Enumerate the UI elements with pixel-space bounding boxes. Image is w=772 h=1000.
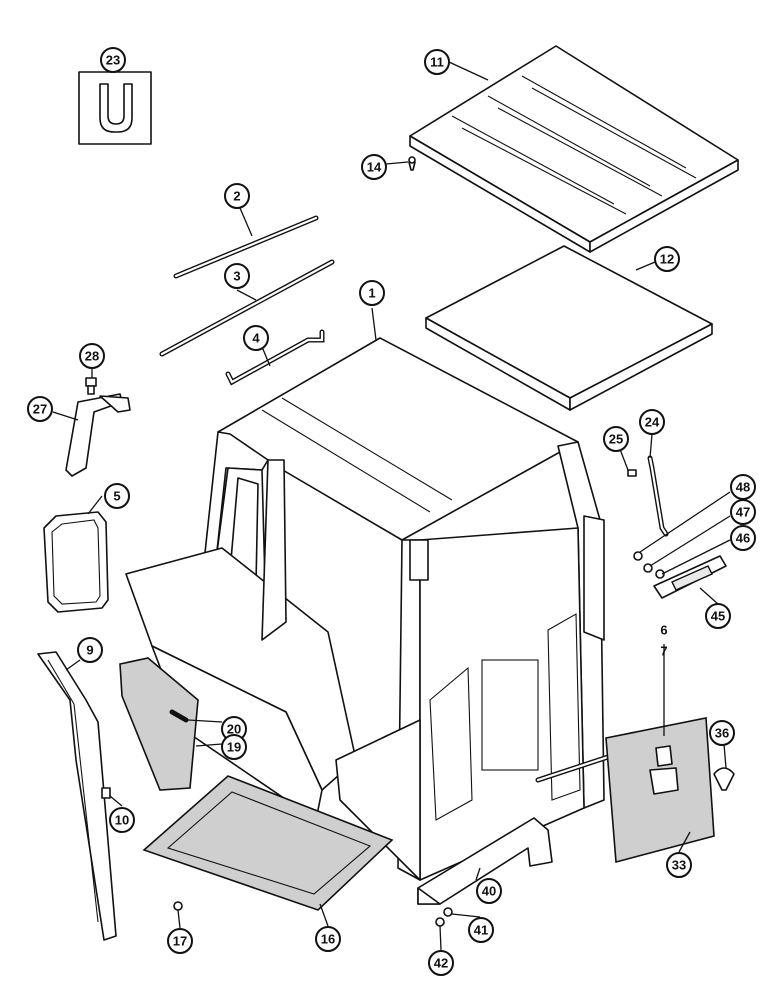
part-9-side-trim: [37, 651, 117, 941]
callout-3: 3: [224, 263, 250, 289]
callout-40-label: 40: [482, 884, 496, 899]
part-5-window-seal: [43, 511, 109, 613]
callout-25-label: 25: [609, 432, 623, 447]
part-20-screw: [169, 709, 189, 723]
callout-42-label: 42: [434, 956, 448, 971]
callout-4-label: 4: [252, 331, 260, 346]
callout-5-label: 5: [113, 489, 120, 504]
parts-48-47-46-washers: [633, 551, 665, 579]
callout-14: 14: [361, 154, 387, 180]
callout-45: 45: [705, 603, 731, 629]
callout-48: 48: [730, 474, 756, 500]
callout-20-label: 20: [227, 722, 241, 737]
callout-2: 2: [224, 183, 250, 209]
part-36-knob: [713, 767, 735, 791]
callout-3-label: 3: [233, 269, 240, 284]
leader-lines: [52, 61, 731, 951]
callout-19-label: 19: [227, 740, 241, 755]
part-23-clip-inset: [78, 71, 152, 145]
part-16-floor-mat: [142, 775, 394, 911]
callout-28-label: 28: [85, 349, 99, 364]
callout-36-label: 36: [715, 726, 729, 741]
callout-20: 20: [221, 716, 247, 742]
part-17-fastener: [173, 901, 183, 911]
callout-42: 42: [428, 950, 454, 976]
callout-7-label: 7: [660, 644, 667, 659]
callout-6: 6: [660, 623, 667, 638]
part-4-bent-handle: [225, 329, 325, 386]
callout-9-label: 9: [86, 643, 93, 658]
part-33-trim-panel: [605, 717, 715, 864]
callout-4: 4: [243, 325, 269, 351]
callout-27-label: 27: [33, 402, 47, 417]
part-45-bracket: [653, 555, 727, 599]
part-14-screw: [408, 156, 416, 171]
callout-24-label: 24: [645, 415, 660, 430]
part-12-headliner: [425, 245, 713, 411]
callout-1: 1: [359, 280, 385, 306]
callout-25: 25: [603, 426, 629, 452]
part-25-bolt: [627, 469, 637, 477]
part-2-rod: [173, 215, 319, 279]
part-10-clip: [101, 787, 111, 799]
callout-47-label: 47: [736, 505, 750, 520]
callout-19: 19: [221, 734, 247, 760]
callout-40: 40: [476, 878, 502, 904]
part-3-rod: [159, 259, 335, 357]
part-28-knob: [85, 377, 97, 395]
callout-46: 46: [730, 525, 756, 551]
callout-12-label: 12: [660, 252, 674, 267]
callout-16-label: 16: [321, 932, 335, 947]
callout-6-label: 6: [660, 623, 667, 638]
callout-16: 16: [315, 926, 341, 952]
callout-10-label: 10: [115, 813, 129, 828]
callout-47: 47: [730, 499, 756, 525]
callout-10: 10: [109, 807, 135, 833]
callout-27: 27: [27, 396, 53, 422]
callout-33-label: 33: [672, 858, 686, 873]
part-19-side-panel: [119, 657, 199, 791]
callout-9: 9: [77, 637, 103, 663]
callout-17: 17: [167, 928, 193, 954]
callout-41-label: 41: [474, 923, 488, 938]
callout-11-label: 11: [430, 55, 444, 70]
parts-41-42-washers: [435, 907, 453, 927]
part-27-bracket: [65, 393, 131, 477]
part-1-cab-frame: [125, 337, 605, 881]
callout-45-label: 45: [711, 609, 725, 624]
callout-48-label: 48: [736, 480, 750, 495]
callout-7: 7: [660, 644, 667, 659]
callout-1-label: 1: [368, 286, 375, 301]
callout-46-label: 46: [736, 531, 750, 546]
callout-14-label: 14: [367, 160, 382, 175]
part-40-sill-trim: [417, 817, 553, 905]
part-11-roof-panel: [409, 45, 739, 253]
callout-28: 28: [79, 343, 105, 369]
callout-17-label: 17: [173, 934, 187, 949]
callout-33: 33: [666, 852, 692, 878]
callout-11: 11: [424, 49, 450, 75]
callout-24: 24: [639, 409, 665, 435]
callout-41: 41: [468, 917, 494, 943]
part-24-rod: [647, 455, 669, 537]
callout-36: 36: [709, 720, 735, 746]
callout-2-label: 2: [233, 189, 240, 204]
callout-5: 5: [104, 483, 130, 509]
callout-23-label: 23: [106, 53, 120, 68]
callout-23: 23: [100, 47, 126, 73]
callout-12: 12: [654, 246, 680, 272]
